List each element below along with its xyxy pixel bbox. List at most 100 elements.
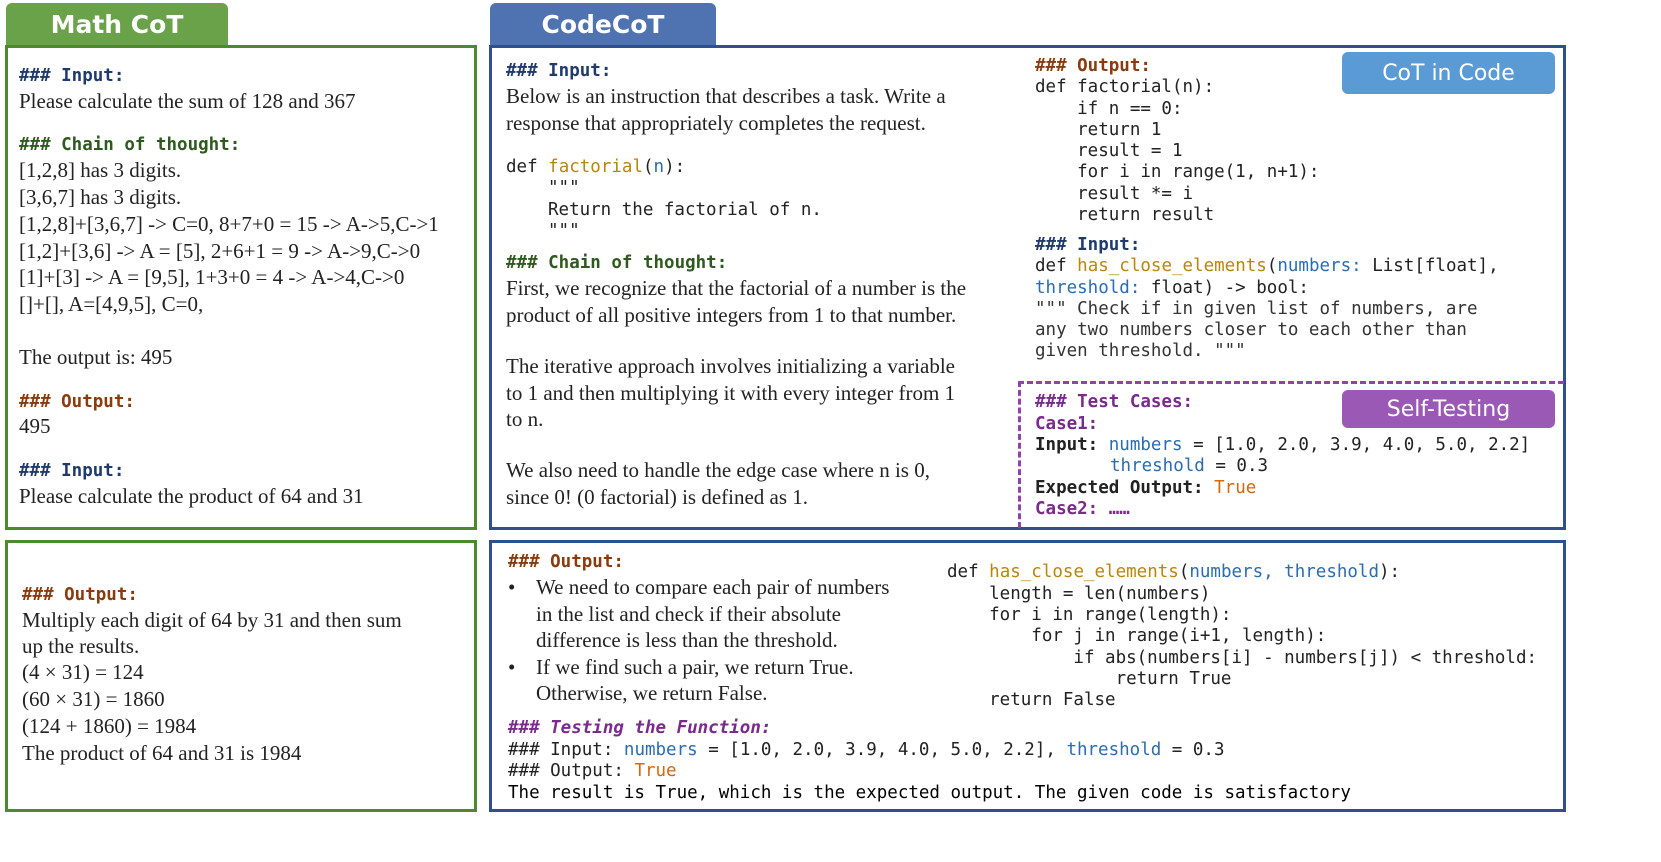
case1-expected: Expected Output: True [1035,478,1256,498]
expected-label: Expected Output: [1035,478,1215,498]
numbers-keyword: numbers [1108,435,1183,455]
math-input2-text: Please calculate the product of 64 and 3… [19,484,364,508]
code-input2-header: ### Input: [1035,235,1141,255]
signature-line: threshold: float) -> bool: [1035,278,1309,298]
code-cot-text: First, we recognize that the factorial o… [506,276,967,300]
docstring-close: """ [548,221,580,241]
paren: ( [642,157,654,177]
math-cot-header: ### Chain of thought: [19,135,241,155]
threshold-keyword: threshold [1066,740,1162,760]
param-name: threshold: [1035,278,1141,298]
bullet-text: Otherwise, we return False. [536,681,768,705]
math-cot-top-panel [5,45,477,530]
codecot-top-panel [489,45,1566,530]
math-cot-line: []+[], A=[4,9,5], C=0, [19,292,204,316]
math-output-line: The output is: 495 [19,345,173,369]
math-input-text: Please calculate the sum of 128 and 367 [19,89,356,113]
code-cot-text: to n. [506,407,544,431]
expected-value: True [1214,478,1257,498]
bullet-text: in the list and check if their absolute [536,602,841,626]
code-cot-text: product of all positive integers from 1 … [506,303,957,327]
codecot-tab: CodeCoT [490,3,716,45]
math-input-header: ### Input: [19,66,125,86]
math-bottom-output-header: ### Output: [22,585,138,605]
paren: ): [1379,562,1401,582]
code-line: return 1 [1035,120,1162,140]
param-names: numbers, threshold [1189,562,1380,582]
param-name: n [653,157,665,177]
code-line: for i in range(1, n+1): [1035,162,1320,182]
math-bottom-line: (60 × 31) = 1860 [22,687,165,711]
case1-label: Case1: [1035,414,1099,434]
bullet-text: If we find such a pair, we return True. [536,655,854,679]
bullet-text: We need to compare each pair of numbers [536,575,890,599]
docstring-open: """ [548,178,580,198]
code-def-line: def factorial(n): [506,157,685,177]
code-cot-text: to 1 and then multiplying it with every … [506,381,956,405]
test-cases-header: ### Test Cases: [1035,392,1194,412]
code-line: if abs(numbers[i] - numbers[j]) < thresh… [947,648,1538,668]
code-input-text: response that appropriately completes th… [506,111,926,135]
code-bottom-output-header: ### Output: [508,552,624,572]
code-line: length = len(numbers) [947,584,1211,604]
paren: ( [1266,256,1278,276]
codecot-bottom-panel [489,540,1566,812]
bullet-icon: • [508,575,516,599]
numbers-value: = [1.0, 2.0, 3.9, 4.0, 5.0, 2.2] [1182,435,1531,455]
math-cot-tab: Math CoT [6,3,228,45]
paren: ): [664,157,686,177]
testing-output-value: True [634,761,677,781]
docstring-line: any two numbers closer to each other tha… [1035,320,1467,340]
code-line: for i in range(length): [947,605,1232,625]
self-testing-panel [1018,381,1564,528]
docstring-text: Return the factorial of n. [548,200,822,220]
testing-input-line: ### Input: numbers = [1.0, 2.0, 3.9, 4.0… [508,740,1224,760]
math-bottom-line: up the results. [22,634,140,658]
bullet-icon: • [508,655,516,679]
type-annotation: float) -> bool: [1140,278,1309,298]
code-line: result *= i [1035,184,1194,204]
math-bottom-line: (4 × 31) = 124 [22,660,144,684]
math-output-value: 495 [19,414,51,438]
def-keyword: def [506,157,549,177]
math-cot-line: [1,2]+[3,6] -> A = [5], 2+6+1 = 9 -> A->… [19,239,421,263]
code-line: for j in range(i+1, length): [947,626,1327,646]
type-annotation: List[float], [1361,256,1499,276]
bullet-text: difference is less than the threshold. [536,628,838,652]
code-cot-text: since 0! (0 factorial) is defined as 1. [506,485,809,509]
def-keyword: def [1035,256,1078,276]
threshold-keyword: threshold [1110,456,1205,476]
testing-input-label: ### Input: [508,740,624,760]
case2-label: Case2: …… [1035,499,1130,519]
function-name: has_close_elements [989,562,1179,582]
result-line: The result is True, which is the expecte… [508,783,1351,803]
math-bottom-line: The product of 64 and 31 is 1984 [22,741,302,765]
case1-input: Input: numbers = [1.0, 2.0, 3.9, 4.0, 5.… [1035,435,1530,455]
code-cot-header: ### Chain of thought: [506,253,728,273]
bottom-def-line: def has_close_elements(numbers, threshol… [947,562,1400,582]
code-input-header: ### Input: [506,61,612,81]
math-bottom-line: (124 + 1860) = 1984 [22,714,197,738]
self-testing-badge: Self-Testing [1342,390,1555,428]
math-cot-bottom-panel [5,540,477,812]
function-name: factorial [548,157,643,177]
code-input-text: Below is an instruction that describes a… [506,84,946,108]
cot-in-code-badge: CoT in Code [1342,52,1555,94]
code-output-header: ### Output: [1035,56,1151,76]
math-cot-line: [1,2,8]+[3,6,7] -> C=0, 8+7+0 = 15 -> A-… [19,212,439,236]
math-bottom-line: Multiply each digit of 64 by 31 and then… [22,608,402,632]
numbers-value: = [1.0, 2.0, 3.9, 4.0, 5.0, 2.2], [697,740,1067,760]
threshold-value: = 0.3 [1161,740,1225,760]
code-line: if n == 0: [1035,99,1183,119]
paren: ( [1178,562,1190,582]
math-cot-line: [1]+[3] -> A = [9,5], 1+3+0 = 4 -> A->4,… [19,265,405,289]
math-output-header: ### Output: [19,392,135,412]
threshold-value: = 0.3 [1204,456,1269,476]
function-name: has_close_elements [1077,256,1267,276]
code-line: return False [947,690,1116,710]
code-cot-text: The iterative approach involves initiali… [506,354,955,378]
code-line: return True [947,669,1232,689]
param-name: numbers: [1277,256,1362,276]
def-keyword: def [947,562,990,582]
code-cot-text: We also need to handle the edge case whe… [506,458,930,482]
